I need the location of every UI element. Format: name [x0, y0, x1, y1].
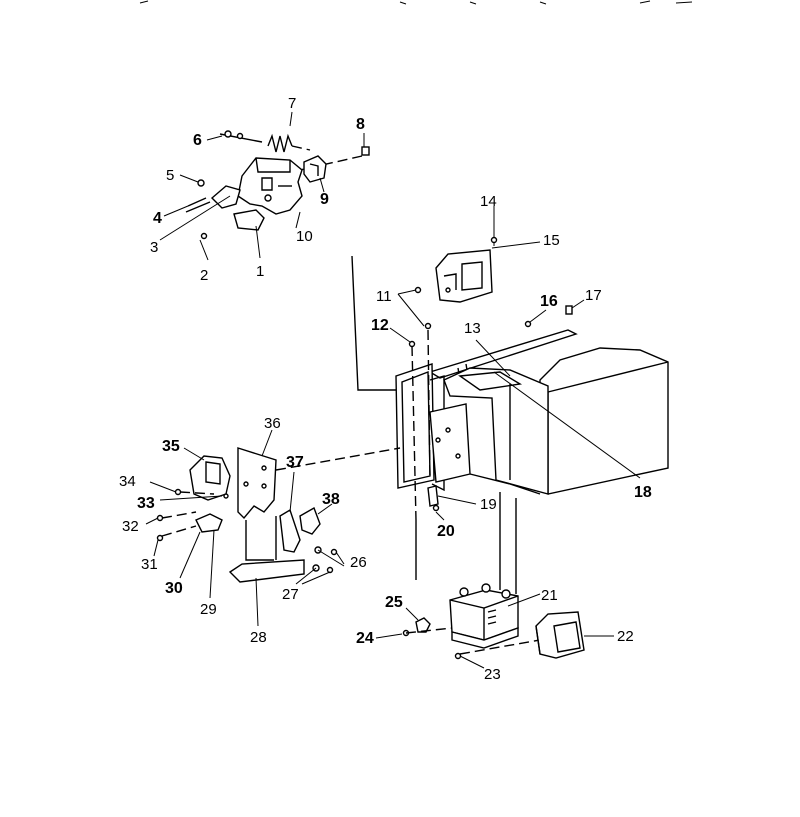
label-38: 38 [322, 491, 340, 508]
label-3: 3 [150, 239, 158, 256]
cabinet-screws [389, 286, 585, 521]
label-34: 34 [119, 473, 136, 490]
switch-base-28 [228, 559, 305, 583]
switch-mount-plate-36 [237, 447, 277, 520]
cavity-box [539, 347, 669, 495]
lever-37 [279, 508, 301, 553]
label-25: 25 [385, 594, 403, 611]
label-29: 29 [200, 601, 217, 618]
label-12: 12 [371, 317, 389, 334]
label-24: 24 [356, 630, 374, 647]
pin-6 [219, 130, 263, 143]
label-19: 19 [480, 496, 497, 513]
label-21: 21 [541, 587, 558, 604]
label-35: 35 [162, 438, 180, 455]
part-19-20-clip [427, 485, 477, 521]
magnetron-cover-22 [535, 611, 614, 659]
latch-assembly [159, 111, 370, 261]
label-31: 31 [141, 556, 158, 573]
switch-29-30 [195, 513, 223, 533]
label-33: 33 [137, 495, 155, 512]
waveguide-duct [443, 367, 549, 495]
alignment-line-latch [351, 255, 398, 391]
label-20: 20 [437, 523, 455, 540]
label-16: 16 [540, 293, 558, 310]
cabinet-assembly [395, 329, 669, 495]
label-6: 6 [193, 132, 202, 149]
alignment-lines-magnetron [415, 492, 517, 594]
label-27: 27 [282, 586, 299, 603]
magnetron-assembly [375, 583, 541, 669]
switch-assembly [145, 429, 401, 627]
switch-38 [299, 506, 321, 535]
latch-screw-2 [200, 232, 208, 240]
latch-part-5 [197, 179, 205, 187]
label-36: 36 [264, 415, 281, 432]
label-5: 5 [166, 167, 174, 184]
label-9: 9 [320, 191, 329, 208]
label-30: 30 [165, 580, 183, 597]
label-37: 37 [286, 454, 304, 471]
top-edge-marks [139, 0, 693, 5]
label-2: 2 [200, 267, 208, 284]
label-22: 22 [617, 628, 634, 645]
label-32: 32 [122, 518, 139, 535]
label-1: 1 [256, 263, 264, 280]
front-mount-bracket [429, 403, 471, 483]
latch-body [237, 157, 303, 215]
label-4: 4 [153, 210, 162, 227]
label-26: 26 [350, 554, 367, 571]
latch-part-9 [303, 155, 327, 183]
label-10: 10 [296, 228, 313, 245]
label-18: 18 [634, 484, 652, 501]
label-11: 11 [376, 288, 392, 305]
spring-7 [267, 133, 311, 153]
part-15-housing [435, 206, 541, 303]
magnetron-clip-25 [415, 617, 431, 633]
front-panel [395, 363, 435, 489]
label-8: 8 [356, 116, 365, 133]
latch-part-4 [185, 197, 211, 213]
part-labels: 1 2 3 4 5 6 7 8 9 10 11 12 13 14 15 16 1… [119, 95, 652, 683]
label-13: 13 [464, 320, 481, 337]
label-15: 15 [543, 232, 560, 249]
label-7: 7 [288, 95, 296, 112]
label-23: 23 [484, 666, 501, 683]
label-17: 17 [585, 287, 602, 304]
label-14: 14 [480, 193, 497, 210]
latch-bracket-1 [233, 209, 265, 231]
label-28: 28 [250, 629, 267, 646]
